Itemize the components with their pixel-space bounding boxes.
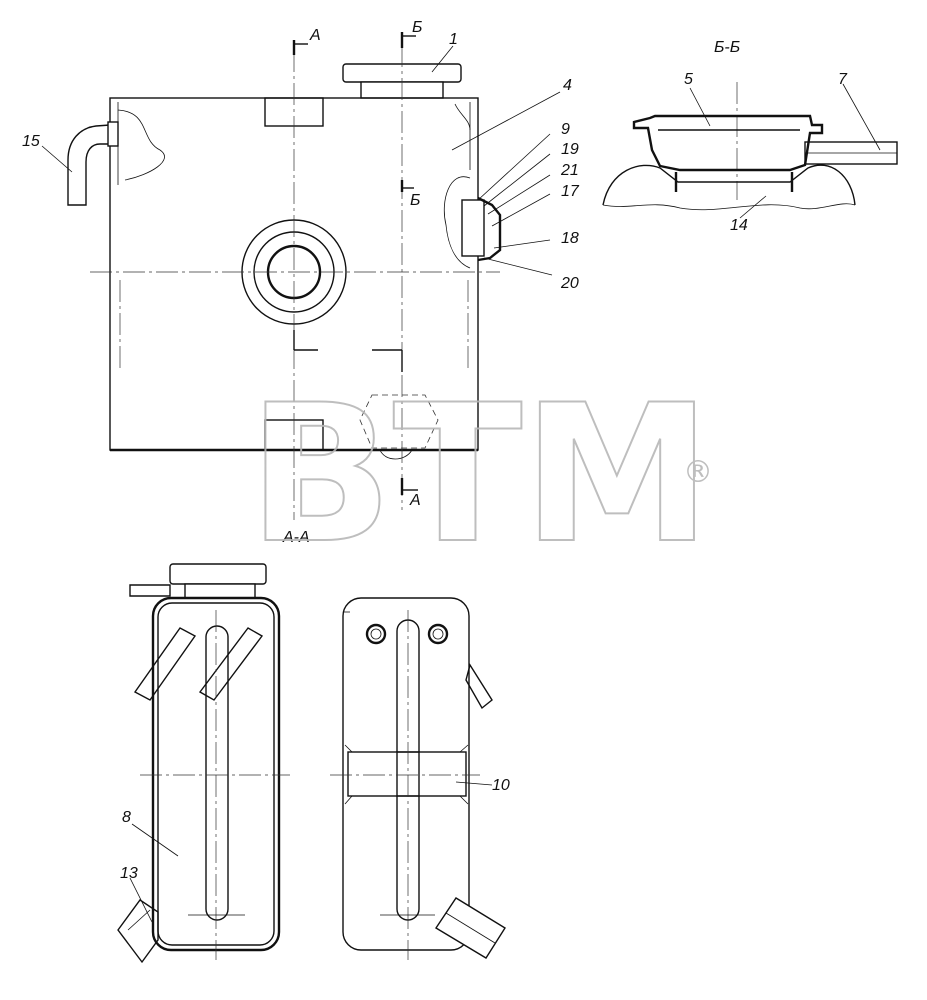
aa-pipe-left: [133, 627, 197, 701]
callout-18: 18: [561, 230, 579, 247]
side-view-right: [330, 597, 506, 960]
aa-pipe-13: [117, 899, 159, 964]
callout-19: 19: [561, 141, 579, 158]
side-tank-body: [342, 597, 470, 951]
pipe-15: [67, 124, 111, 206]
section-bb-title: Б-Б: [714, 39, 740, 56]
section-aa-left: A-A: [117, 529, 310, 964]
aa-vertical-tube: [205, 625, 229, 921]
callout-13: 13: [120, 865, 138, 882]
section-bb-view: Б-Б: [602, 39, 898, 211]
watermark-registered: ®: [683, 455, 713, 490]
callout-17: 17: [561, 183, 580, 200]
callout-5: 5: [684, 71, 693, 88]
aa-pipe-right: [198, 627, 264, 701]
strap-10: [347, 751, 467, 797]
watermark-logo: BTM: [248, 364, 712, 585]
section-aa-title: A-A: [282, 529, 310, 546]
watermark: BTM ®: [247, 363, 713, 586]
side-fitting-left: [365, 623, 387, 645]
bb-neck: [632, 114, 824, 172]
callout-14: 14: [730, 217, 748, 234]
callout-21: 21: [560, 162, 579, 179]
section-mark-b-top: Б: [412, 19, 422, 36]
side-outlet: [461, 199, 485, 257]
section-mark-a-bottom: A: [409, 492, 421, 509]
section-mark-a-top: A: [309, 27, 321, 44]
callout-10: 10: [492, 777, 510, 794]
front-view: A Б Б A: [67, 19, 502, 520]
callout-20: 20: [560, 275, 579, 292]
part-number-labels: 1 4 5 7 9 19 21 17 18 20 15 14 8 13 10: [22, 31, 848, 882]
callout-1: 1: [449, 31, 458, 48]
section-mark-b-mid: Б: [410, 192, 420, 209]
side-fitting-right: [427, 623, 449, 645]
callout-9: 9: [561, 121, 570, 138]
callout-4: 4: [563, 77, 572, 94]
leader-lines: [41, 45, 881, 923]
callout-8: 8: [122, 809, 131, 826]
callout-15: 15: [22, 133, 40, 150]
callout-7: 7: [838, 71, 848, 88]
